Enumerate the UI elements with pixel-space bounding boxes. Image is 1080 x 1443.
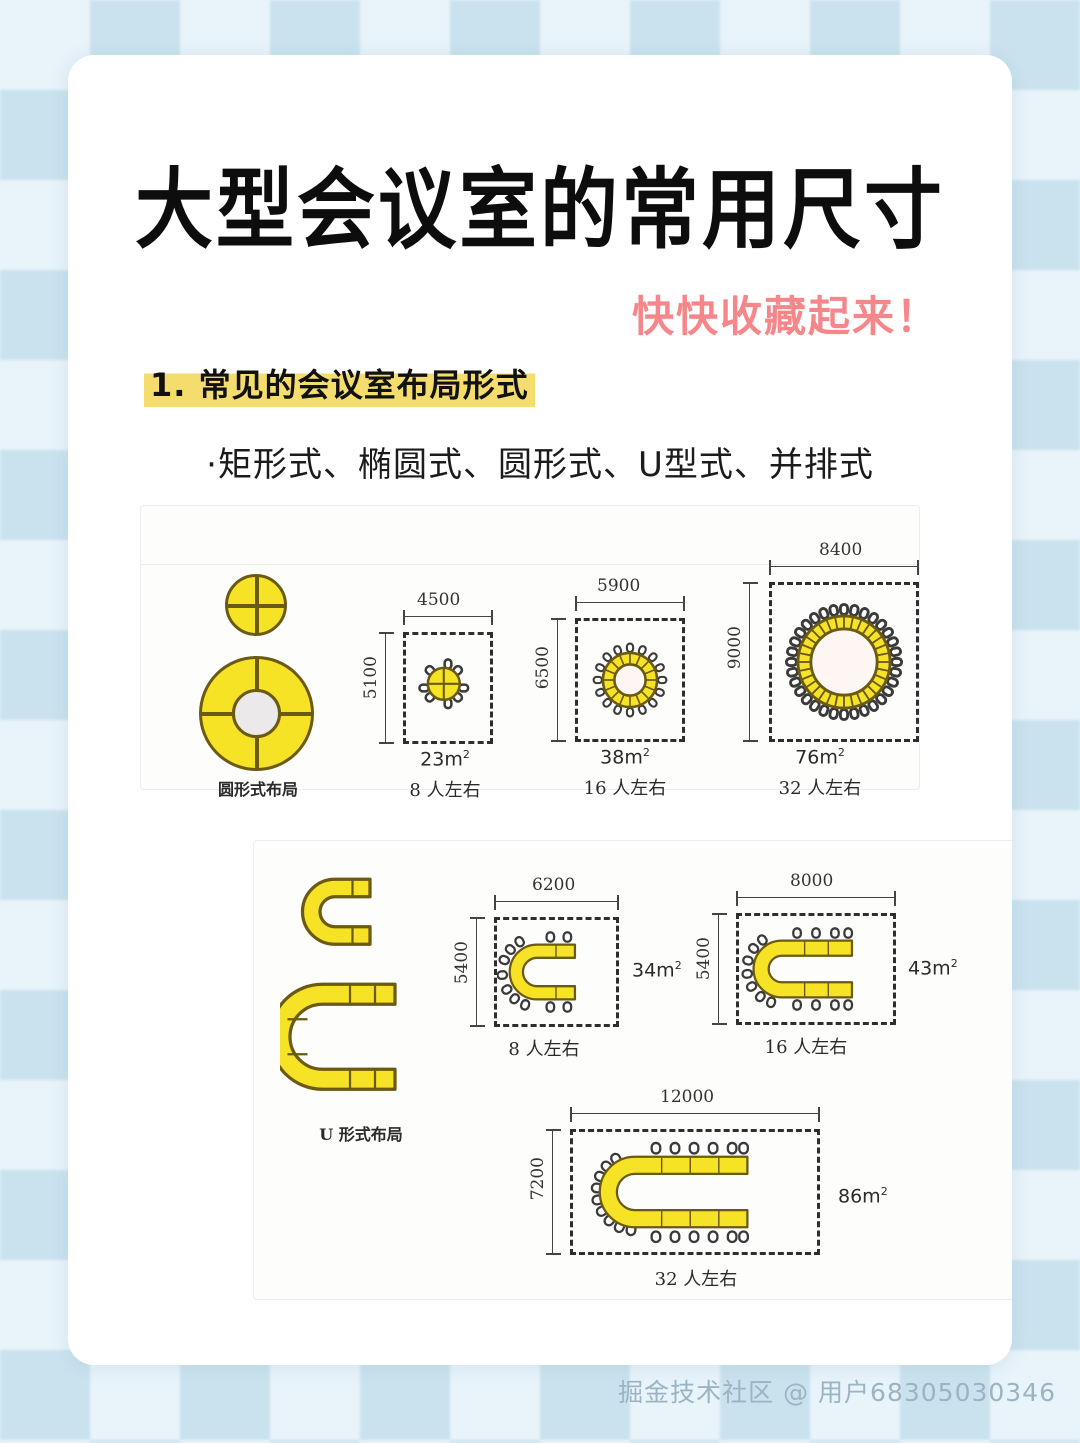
width-dimension-value: 12000 [660,1087,715,1107]
area-label: 43m2 [908,957,958,979]
width-dimension-value: 4500 [417,590,461,610]
area-label: 38m2 [525,746,725,768]
circle-figure-2: 5900 6500 38m2 16 人左右 [525,554,725,799]
section-heading: 1. 常见的会议室布局形式 [144,366,535,407]
area-value: 38m [600,746,643,769]
u-figure-3: 12000 7200 86m2 32 人左右 [526,1081,906,1296]
layout-types-bullet: ·矩形式、椭圆式、圆形式、U型式、并排式 [206,445,874,485]
height-dimension-line [470,917,485,1027]
u-shape-legend-icon [280,877,397,1091]
area-value: 34m [632,959,675,982]
circle-legend-label: 圆形式布局 [217,780,298,799]
area-label: 23m2 [355,748,535,770]
height-dimension-value: 5400 [694,937,714,981]
u-table-16-seats-diagram [741,927,854,1011]
room-boundary [575,618,685,742]
ring-table-16-seats-diagram [592,642,668,718]
circle-layout-panel: 圆形式布局 4500 5100 [140,505,920,801]
ring-round-table-icon [199,656,314,771]
area-superscript: 2 [462,748,470,761]
room-boundary [736,913,896,1025]
width-dimension-value: 6200 [532,875,576,895]
area-superscript: 2 [837,746,845,759]
u-legend-label: U 形式布局 [319,1125,403,1144]
height-dimension-value: 5100 [361,656,381,700]
area-value: 86m [838,1185,881,1208]
width-dimension-line [736,891,896,906]
width-dimension-value: 5900 [597,576,641,596]
round-table-8-seats-diagram [418,658,470,710]
capacity-label: 8 人左右 [508,1039,580,1060]
u-table-32-seats-diagram [590,1141,749,1244]
u-table-8-seats-diagram [497,931,577,1013]
area-superscript: 2 [674,959,682,972]
capacity-label: 32 人左右 [654,1269,738,1290]
solid-round-table-icon [225,574,287,636]
capacity-label: 32 人左右 [778,778,862,799]
area-value: 43m [908,957,951,980]
panel-seam [141,564,919,565]
area-value: 76m [795,746,838,769]
area-label: 34m2 [632,959,682,981]
capacity-label: 16 人左右 [583,778,667,799]
room-boundary [494,917,619,1027]
room-boundary [403,632,493,744]
height-dimension-value: 9000 [725,626,745,670]
capacity-label: 8 人左右 [409,780,481,801]
u-legend: U 形式布局 [266,863,456,1163]
height-dimension-value: 6500 [533,646,553,690]
width-dimension-value: 8400 [819,540,863,560]
height-dimension-line [379,632,394,744]
circle-figure-3: 8400 9000 76m2 32 人左右 [715,528,925,799]
area-label: 86m2 [838,1185,888,1207]
area-superscript: 2 [880,1185,888,1198]
height-dimension-value: 7200 [528,1157,548,1201]
u-figure-1: 6200 5400 34m2 8 人左右 [452,865,682,1070]
circle-figure-1: 4500 5100 [355,574,535,801]
width-dimension-line [403,610,493,625]
section-heading-container: 1. 常见的会议室布局形式 [144,366,535,407]
width-dimension-line [769,560,919,575]
u-layout-panel: U 形式布局 6200 5400 34m2 8 人左右 [253,840,1012,1300]
circle-legend: 圆形式布局 [173,564,343,799]
height-dimension-line [546,1129,561,1255]
area-superscript: 2 [642,746,650,759]
content-card: 大型会议室的常用尺寸 快快收藏起来！ 1. 常见的会议室布局形式 ·矩形式、椭圆… [68,55,1012,1365]
height-dimension-line [712,913,727,1025]
width-dimension-line [570,1107,820,1122]
height-dimension-line [551,618,566,742]
width-dimension-line [494,895,619,910]
u-figure-2: 8000 5400 43m2 16 人左右 [694,861,958,1071]
watermark: 掘金技术社区 @ 用户68305030346 [618,1378,1056,1407]
height-dimension-line [743,582,758,742]
page-title: 大型会议室的常用尺寸 [134,160,945,262]
ring-table-32-seats-diagram [784,602,904,722]
area-value: 23m [420,748,463,771]
page-subtitle: 快快收藏起来！ [631,292,940,341]
room-boundary [570,1129,820,1255]
height-dimension-value: 5400 [452,941,472,985]
area-label: 76m2 [715,746,925,768]
capacity-label: 16 人左右 [764,1037,848,1058]
width-dimension-line [575,596,685,611]
area-superscript: 2 [950,957,958,970]
width-dimension-value: 8000 [790,871,834,891]
room-boundary [769,582,919,742]
